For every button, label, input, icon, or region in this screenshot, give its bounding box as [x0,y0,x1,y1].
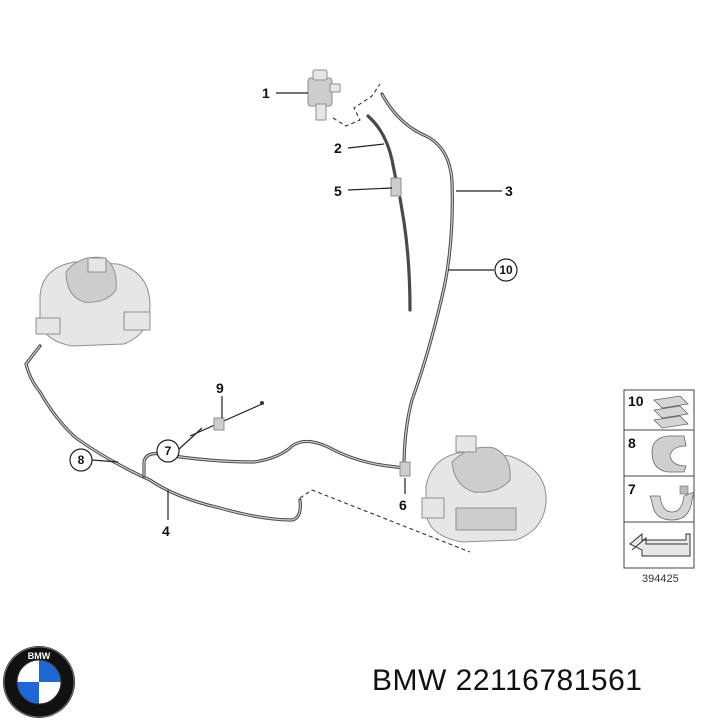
callout-7-circle: 7 [156,439,180,463]
diagram-number: 394425 [642,573,679,585]
leader-8 [91,459,119,463]
hose-part-7-highlight [143,440,405,476]
legend-item-8: 8 [628,435,687,473]
tee-connector [390,177,402,197]
legend-item-7: 7 [628,481,695,521]
holder-clip-icon [649,491,695,521]
callout-4: 4 [162,523,170,539]
svg-text:BMW: BMW [28,651,51,661]
leader-7 [177,427,203,451]
callout-9: 9 [216,380,224,396]
svg-text:8: 8 [78,453,85,467]
callout-3: 3 [505,183,513,199]
bmw-logo-icon: BMW [3,646,75,718]
hose-part-2 [366,114,398,182]
svg-text:8: 8 [628,435,636,451]
part-number-label: BMW 22116781561 [372,664,643,697]
hose-part-4-highlight [25,345,301,521]
hose-clamp-icon [651,435,687,473]
hose-tee-down [398,196,412,312]
legend-item-10: 10 [628,393,689,429]
callout-1: 1 [262,85,270,101]
direction-arrow-icon [629,532,691,557]
dashed-link-bottom [299,489,471,553]
svg-text:10: 10 [628,393,644,409]
callout-10-circle: 10 [494,258,518,282]
callout-2: 2 [334,140,342,156]
callout-5: 5 [334,183,342,199]
solenoid-valve [307,69,341,121]
leader-2 [347,143,385,149]
leader-5 [347,187,393,191]
svg-text:7: 7 [628,481,636,497]
svg-text:7: 7 [165,444,172,458]
clip-part-9 [189,401,264,437]
parts-legend: 10 8 7 394425 [623,389,695,585]
callout-6: 6 [399,497,407,513]
stacked-clip-icon [653,395,689,429]
svg-text:10: 10 [499,263,513,277]
connector-part-6 [399,461,411,477]
dashed-link-top [332,83,381,127]
hose-part-7 [142,439,406,478]
hose-part-3-highlight [381,93,453,469]
left-engine-mount [35,256,151,347]
right-engine-mount [421,435,547,543]
hose-part-4 [24,344,302,522]
callout-8-circle: 8 [69,448,93,472]
